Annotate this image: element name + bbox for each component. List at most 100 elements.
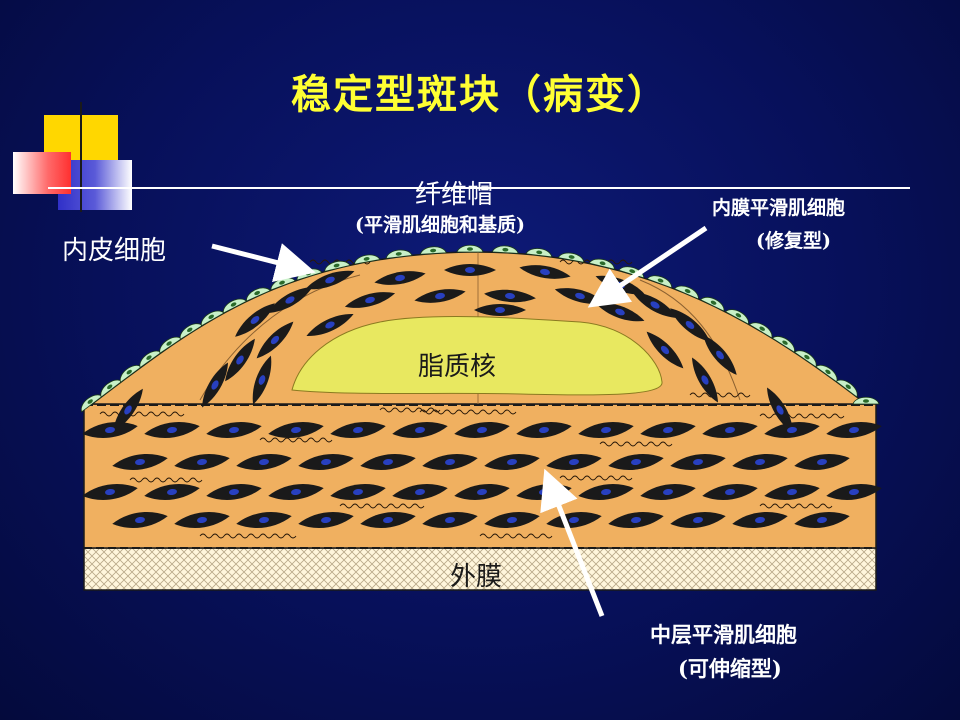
medial-smc — [702, 422, 758, 438]
intimal-smc — [235, 303, 275, 337]
medial-smc — [330, 422, 386, 438]
label-fibrous-cap: 纤维帽 — [415, 180, 494, 210]
medial-smc — [112, 512, 168, 528]
endothelial-cell — [491, 245, 519, 254]
endothelial-cell — [419, 246, 447, 255]
label-endothelial-cells: 内皮细胞 — [62, 236, 167, 266]
endothelial-cell — [748, 322, 773, 339]
medial-smc — [82, 422, 138, 438]
medial-smc — [826, 422, 882, 438]
endothelial-cell — [246, 287, 271, 302]
medial-smc — [578, 484, 634, 500]
intimal-smc — [305, 270, 355, 290]
medial-smc — [608, 512, 664, 528]
medial-smc — [640, 422, 696, 438]
medial-smc — [702, 484, 758, 500]
medial-smc — [640, 484, 696, 500]
intimal-smc — [692, 357, 718, 403]
deco-vertical-line — [80, 102, 82, 212]
endothelial-cell — [673, 285, 699, 300]
intimal-smc — [670, 308, 710, 342]
intimal-smc — [703, 335, 737, 375]
medial-smc — [546, 512, 602, 528]
intimal-smc — [256, 321, 294, 359]
medial-smc — [484, 454, 540, 470]
medial-smc — [174, 454, 230, 470]
label-lipid-core: 脂质核 — [418, 352, 497, 382]
label-adventitia: 外膜 — [450, 562, 503, 592]
page-title: 稳定型斑块（病变） — [291, 71, 669, 118]
medial-smc — [112, 454, 168, 470]
medial-smc — [826, 484, 882, 500]
medial-smc — [578, 422, 634, 438]
medial-smc — [144, 484, 200, 500]
endothelial-cell — [835, 379, 858, 398]
endothelial-cell — [456, 244, 484, 253]
medial-smc — [206, 422, 262, 438]
medial-smc — [422, 512, 478, 528]
medial-smc — [454, 422, 510, 438]
endothelial-cell — [724, 309, 749, 325]
medial-smc — [174, 512, 230, 528]
endothelial-cell — [793, 350, 817, 368]
endothelial-cell — [699, 296, 725, 312]
medial-smc — [794, 454, 850, 470]
intimal-smc — [344, 292, 396, 308]
arrow-medial-smc — [540, 468, 605, 617]
intimal-smc — [646, 331, 684, 369]
medial-smc — [484, 512, 540, 528]
endothelial-cell — [815, 364, 838, 383]
intimal-smc — [519, 265, 571, 279]
intimal-smc — [252, 355, 272, 405]
intimal-smc — [225, 338, 255, 382]
medial-smc — [330, 484, 386, 500]
medial-smc — [546, 454, 602, 470]
medial-smc — [144, 422, 200, 438]
label-medial-smc: 中层平滑肌细胞 — [650, 622, 797, 647]
medial-smc — [516, 422, 572, 438]
intimal-smc — [414, 289, 466, 303]
endothelial-cell — [557, 252, 585, 263]
medial-smc — [82, 484, 138, 500]
medial-smooth-muscle-cells — [82, 422, 882, 528]
endothelial-cell — [646, 275, 673, 289]
medial-smc — [670, 454, 726, 470]
medial-smc — [206, 484, 262, 500]
arrow-endothelial — [211, 243, 316, 282]
medial-smc — [454, 484, 510, 500]
medial-smc — [268, 484, 324, 500]
medial-smc — [298, 512, 354, 528]
intimal-smc — [306, 314, 354, 336]
medial-smc — [236, 512, 292, 528]
medial-smc — [360, 512, 416, 528]
label-medial-smc-sub: (可伸缩型) — [678, 656, 782, 681]
label-intimal-smc-sub: (修复型) — [756, 230, 831, 252]
intimal-smc — [474, 304, 526, 316]
medial-smc — [764, 484, 820, 500]
endothelial-cell — [324, 260, 351, 272]
intimal-smc — [113, 388, 143, 432]
intimal-smooth-muscle-cells — [113, 264, 793, 433]
intimal-smc — [767, 387, 793, 433]
intimal-smc — [484, 289, 536, 303]
endothelial-cell — [525, 248, 553, 258]
intimal-smc — [632, 292, 678, 318]
medial-smc — [764, 422, 820, 438]
lipid-core — [291, 316, 663, 396]
medial-smc — [236, 454, 292, 470]
endothelial-cell — [852, 396, 880, 405]
deco-horizontal-line — [48, 187, 910, 189]
endothelial-cell — [385, 249, 413, 259]
medial-smc — [298, 454, 354, 470]
intimal-smc — [374, 271, 426, 285]
endothelial-cell — [353, 254, 381, 265]
label-fibrous-cap-sub: (平滑肌细胞和基质) — [355, 214, 525, 236]
medial-smc — [360, 454, 416, 470]
medial-smc — [732, 512, 788, 528]
medial-smc — [392, 484, 448, 500]
intimal-smc — [202, 362, 228, 408]
medial-smc — [608, 454, 664, 470]
medial-smc — [422, 454, 478, 470]
medial-smc — [794, 512, 850, 528]
